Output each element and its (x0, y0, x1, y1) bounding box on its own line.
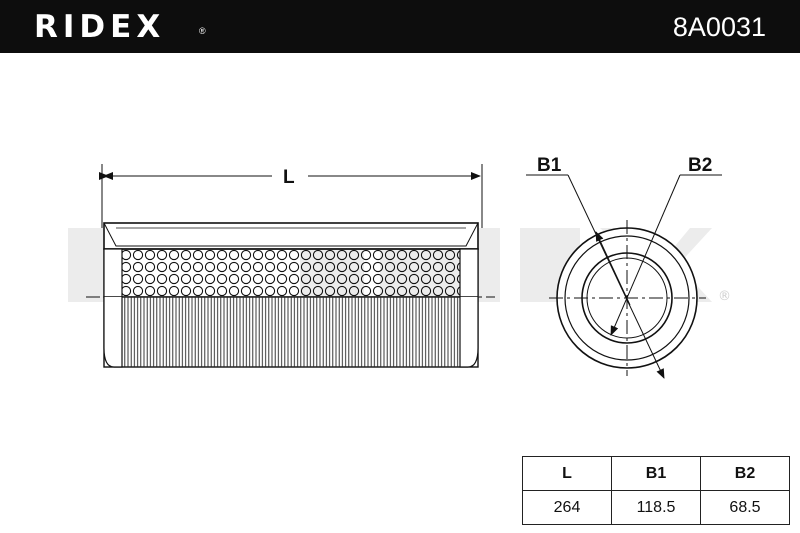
length-dimension (99, 164, 483, 228)
technical-drawing: ® L B1 (68, 155, 731, 379)
header-cell-b2: B2 (700, 456, 790, 491)
value-cell-b2: 68.5 (700, 490, 790, 525)
b2-leader (610, 174, 722, 336)
b1-label: B1 (537, 155, 562, 176)
b1-leader (526, 174, 665, 379)
filter-side-view (103, 222, 479, 368)
table-row: 264 118.5 68.5 (522, 490, 790, 525)
table-header-row: L B1 B2 (522, 456, 790, 491)
header-bar: RIDEX ® 8A0031 (0, 0, 800, 53)
part-number: 8A0031 (672, 12, 766, 42)
brand-logo: RIDEX (34, 9, 166, 45)
header-cell-b1: B1 (611, 456, 701, 491)
length-label: L (283, 167, 295, 188)
dimensions-table: L B1 B2 264 118.5 68.5 (522, 456, 790, 525)
watermark-registered-mark: ® (718, 289, 731, 304)
header-cell-l: L (522, 456, 612, 491)
value-cell-l: 264 (522, 490, 612, 525)
b2-label: B2 (688, 155, 712, 176)
registered-mark: ® (199, 26, 206, 36)
value-cell-b1: 118.5 (611, 490, 701, 525)
